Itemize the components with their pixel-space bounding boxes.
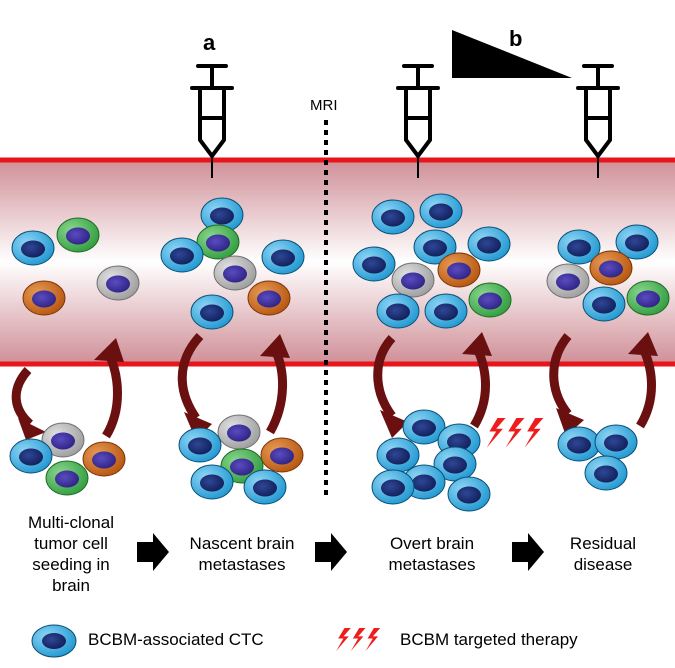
syringe-group — [190, 64, 620, 178]
gray-clone-cell — [96, 265, 140, 301]
intravasation-arrow — [260, 334, 290, 435]
ctc-cell — [371, 469, 415, 505]
ctc-cell — [160, 237, 204, 273]
stage-label-overt: Overt brain metastases — [362, 533, 502, 575]
ctc-cell — [584, 455, 628, 491]
ctc-cell — [178, 427, 222, 463]
lightning-bolt — [524, 418, 544, 448]
stage-label-seeding-line: tumor cell — [34, 534, 108, 553]
ctc-cell — [376, 437, 420, 473]
orange-clone-cell — [589, 250, 633, 286]
ctc-cell — [424, 293, 468, 329]
stage-label-overt-line: Overt brain — [389, 534, 475, 553]
stage-label-residual: Residual disease — [548, 533, 658, 575]
ctc-cell — [190, 294, 234, 330]
ctc-cell — [371, 199, 415, 235]
mri-label: MRI — [310, 97, 338, 114]
intravasation-arrow — [462, 332, 492, 429]
gray-clone-cell — [391, 262, 435, 298]
cell-group — [9, 193, 670, 512]
ctc-cell — [200, 197, 244, 233]
extravasation-arrow — [373, 334, 408, 438]
lightning-bolt — [486, 418, 506, 448]
syringe-icon — [190, 64, 234, 178]
ctc-cell — [9, 438, 53, 474]
orange-clone-cell — [22, 280, 66, 316]
panel-label-b: b — [509, 26, 523, 51]
lightning-bolt — [350, 628, 366, 652]
syringe-icon — [396, 64, 440, 178]
ctc-cell — [447, 476, 491, 512]
transit-arrow-group — [11, 332, 658, 440]
stage-label-seeding-line: seeding in — [32, 555, 110, 574]
green-clone-cell — [56, 217, 100, 253]
lightning-bolt — [336, 628, 351, 652]
syringe-icon — [576, 64, 620, 178]
stage-label-nascent-line: Nascent brain — [189, 534, 295, 553]
legend-therapy-label: BCBM targeted therapy — [400, 630, 578, 649]
ctc-cell — [402, 409, 446, 445]
orange-clone-cell — [260, 437, 304, 473]
ctc-cell — [376, 293, 420, 329]
stage-label-residual-line: disease — [573, 555, 633, 574]
stage-label-nascent-line: metastases — [198, 555, 286, 574]
legend-ctc-icon — [31, 624, 77, 658]
ctc-cell — [352, 246, 396, 282]
ctc-cell — [594, 424, 638, 460]
lightning-bolt — [365, 628, 381, 652]
stage-label-seeding-line: brain — [52, 576, 90, 595]
panel-label-a: a — [203, 30, 216, 55]
gray-clone-cell — [217, 414, 261, 450]
green-clone-cell — [196, 224, 240, 260]
ctc-cell — [11, 230, 55, 266]
ctc-cell — [615, 224, 659, 260]
ctc-cell — [190, 464, 234, 500]
ctc-cell — [243, 469, 287, 505]
ctc-cell — [582, 286, 626, 322]
flow-arrow-1 — [137, 533, 169, 571]
blood-vessel — [0, 160, 675, 364]
intravasation-arrow — [628, 332, 658, 429]
therapy-lightning-icon — [486, 418, 544, 448]
extravasation-arrow — [549, 333, 584, 436]
stage-label-residual-line: Residual — [569, 534, 637, 553]
stage-label-seeding-line: Multi-clonal — [28, 513, 114, 532]
green-clone-cell — [45, 460, 89, 496]
gray-clone-cell — [41, 422, 85, 458]
orange-clone-cell — [82, 441, 126, 477]
extravasation-arrow — [11, 366, 46, 440]
flow-arrow-3 — [512, 533, 544, 571]
legend-therapy-icon — [336, 628, 381, 652]
stage-label-overt-line: metastases — [388, 555, 476, 574]
gray-clone-cell — [546, 263, 590, 299]
orange-clone-cell — [247, 280, 291, 316]
stage-label-seeding: Multi-clonal tumor cell seeding in brain — [6, 512, 136, 596]
stage-flow-arrows — [137, 533, 544, 571]
green-clone-cell — [468, 282, 512, 318]
ctc-cell — [467, 226, 511, 262]
ctc-cell — [433, 446, 477, 482]
orange-clone-cell — [437, 252, 481, 288]
green-clone-cell — [626, 280, 670, 316]
flow-arrow-2 — [315, 533, 347, 571]
intravasation-arrow — [94, 338, 124, 439]
ctc-cell — [261, 239, 305, 275]
dose-taper-wedge — [452, 30, 572, 78]
ctc-cell — [557, 426, 601, 462]
extravasation-arrow — [177, 332, 212, 440]
stage-label-nascent: Nascent brain metastases — [172, 533, 312, 575]
ctc-cell — [413, 229, 457, 265]
legend-ctc-label: BCBM-associated CTC — [88, 630, 264, 649]
gray-clone-cell — [213, 255, 257, 291]
lightning-bolt — [505, 418, 525, 448]
ctc-cell — [557, 229, 601, 265]
ctc-cell — [419, 193, 463, 229]
